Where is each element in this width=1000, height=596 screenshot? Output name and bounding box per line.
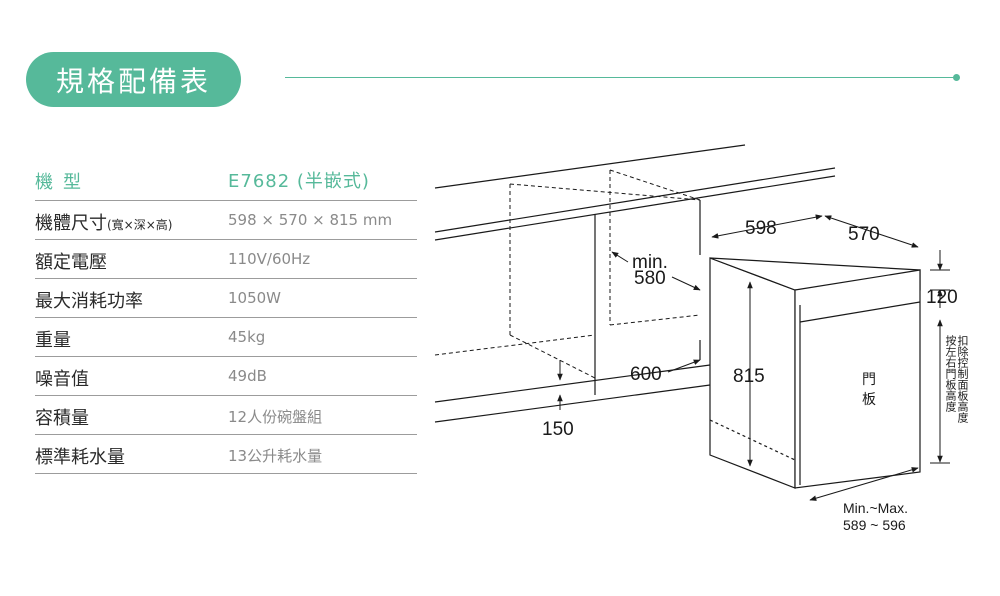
minmax-line-2: 589 ~ 596 [843, 517, 906, 533]
spec-value-model: E7682 (半嵌式) [228, 171, 370, 192]
spec-label-voltage: 額定電壓 [35, 252, 107, 273]
spec-value-dimensions: 598 × 570 × 815 mm [228, 211, 393, 229]
spec-row-weight: 重量 45kg [35, 318, 417, 357]
side-notes: 扣除控制面板高度 按左右門板高度 [944, 334, 969, 424]
spec-value-weight: 45kg [228, 328, 266, 346]
page-title-text: 規格配備表 [55, 64, 211, 98]
spec-value-voltage: 110V/60Hz [228, 250, 311, 268]
dimension-arrows [711, 214, 919, 501]
spec-value-noise: 49dB [228, 367, 267, 385]
niche-hidden-lines [434, 169, 701, 379]
spec-label-power: 最大消耗功率 [35, 291, 143, 312]
spec-row-noise: 噪音值 49dB [35, 357, 417, 396]
spec-value-capacity: 12人份碗盤組 [228, 408, 323, 426]
dim-580: 580 [634, 268, 666, 289]
spec-row-power: 最大消耗功率 1050W [35, 279, 417, 318]
spec-label-dimensions-sub: (寬×深×高) [107, 218, 173, 232]
spec-label-dimensions: 機體尺寸(寬×深×高) [35, 209, 172, 235]
spec-label-dimensions-main: 機體尺寸 [35, 213, 107, 234]
side-note-1: 扣除控制面板高度 [956, 334, 969, 424]
dim-600: 600 [630, 364, 662, 385]
spec-row-model: 機型 E7682 (半嵌式) [35, 160, 417, 201]
door-label-1: 門 [862, 371, 876, 387]
dim-120: 120 [926, 287, 958, 308]
side-note-2: 按左右門板高度 [944, 334, 957, 413]
minmax-label: Min.~Max. 589 ~ 596 [843, 500, 908, 533]
spec-label-weight: 重量 [35, 330, 71, 351]
spec-row-dimensions: 機體尺寸(寬×深×高) 598 × 570 × 815 mm [35, 201, 417, 240]
spec-value-water: 13公升耗水量 [228, 447, 323, 465]
spec-row-capacity: 容積量 12人份碗盤組 [35, 396, 417, 435]
title-divider-dot [953, 74, 960, 81]
spec-value-power: 1050W [228, 289, 282, 307]
minmax-line-1: Min.~Max. [843, 500, 908, 516]
dimension-labels: 598 570 min. 580 600 150 815 120 [542, 218, 958, 440]
spec-table: 機型 E7682 (半嵌式) 機體尺寸(寬×深×高) 598 × 570 × 8… [35, 160, 417, 474]
page-title: 規格配備表 [26, 52, 241, 107]
spec-label-capacity: 容積量 [35, 408, 89, 429]
spec-row-water: 標準耗水量 13公升耗水量 [35, 435, 417, 474]
dim-150: 150 [542, 419, 574, 440]
cabinet-outline [434, 144, 836, 423]
side-height-lines [557, 250, 950, 464]
dim-min: min. [632, 252, 668, 273]
spec-row-voltage: 額定電壓 110V/60Hz [35, 240, 417, 279]
dim-570: 570 [848, 224, 880, 245]
spec-label-water: 標準耗水量 [35, 447, 125, 468]
title-divider [285, 77, 955, 78]
spec-label-model: 機型 [35, 172, 91, 193]
installation-diagram: 598 570 min. 580 600 150 815 120 門 板 扣除控… [434, 144, 969, 533]
dim-598: 598 [745, 218, 777, 239]
spec-label-noise: 噪音值 [35, 369, 89, 390]
door-label-2: 板 [862, 391, 876, 407]
door-panel-labels: 門 板 [862, 371, 876, 407]
dim-815: 815 [733, 366, 765, 387]
